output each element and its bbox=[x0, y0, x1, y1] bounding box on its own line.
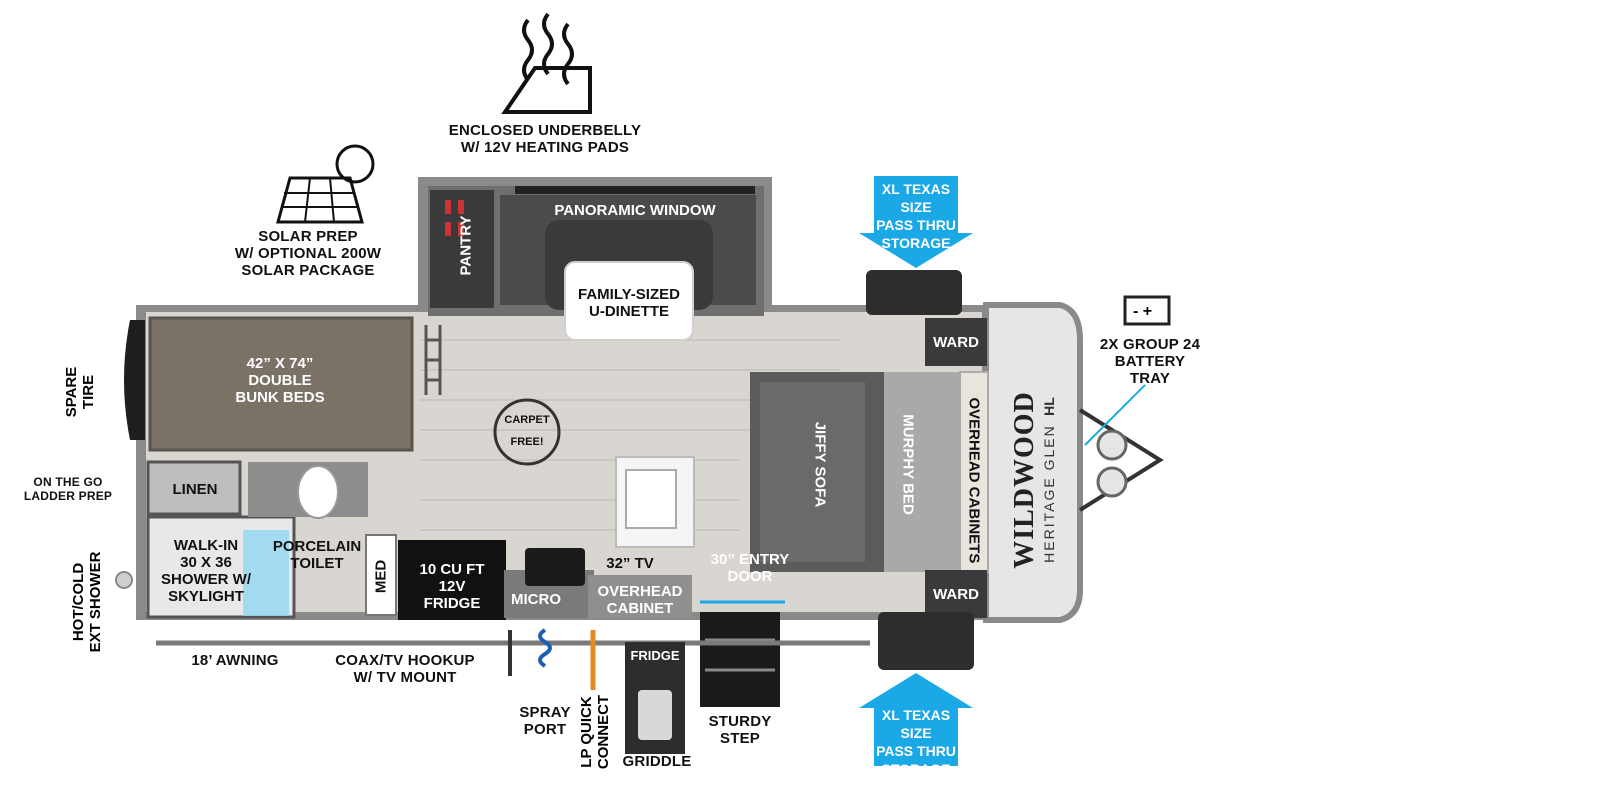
skylight bbox=[243, 530, 289, 616]
toilet bbox=[297, 465, 339, 519]
ward-top-label: WARD bbox=[933, 334, 979, 351]
svg-text:- +: - + bbox=[1133, 303, 1152, 320]
brand-logo: WILDWOOD HERITAGE GLEN HL bbox=[1009, 391, 1057, 569]
panoramic-window-bar bbox=[515, 186, 755, 194]
med-cabinet bbox=[365, 534, 397, 616]
micro-label: MICRO bbox=[511, 591, 561, 608]
fridge-box bbox=[398, 540, 506, 620]
griddle-label: GRIDDLE bbox=[622, 753, 692, 770]
med-label: MED bbox=[372, 559, 390, 594]
overhead-cabinet-box bbox=[588, 575, 692, 618]
solar-icon bbox=[276, 176, 364, 224]
murphy-bed-shape bbox=[884, 372, 960, 572]
overhead-cabinets-label: OVERHEAD CABINETS bbox=[965, 397, 983, 564]
heat-icon bbox=[501, 66, 592, 114]
cooktop bbox=[525, 548, 585, 586]
sturdy-step-shape bbox=[700, 612, 780, 707]
bunk-bed bbox=[148, 316, 414, 452]
spare-tire-shape bbox=[124, 320, 145, 440]
tv-label: 32” TV bbox=[606, 555, 654, 572]
pantry-label: PANTRY bbox=[457, 215, 475, 276]
storage-top-arrow bbox=[859, 176, 973, 268]
ward-bottom-shape bbox=[925, 570, 987, 618]
jiffy-sofa-label: JIFFY SOFA bbox=[811, 421, 829, 508]
ext-shower-knob bbox=[115, 571, 133, 589]
griddle-plate bbox=[638, 690, 672, 740]
battery-2 bbox=[1096, 466, 1128, 498]
overhead-cabinets-shape bbox=[959, 371, 989, 573]
panoramic-window-label: PANORAMIC WINDOW bbox=[554, 202, 716, 219]
linen-cabinet bbox=[146, 460, 242, 516]
storage-bottom-arrow bbox=[859, 673, 973, 766]
spray-hose bbox=[538, 628, 552, 668]
carpet-free-icon bbox=[493, 398, 561, 466]
front-cap bbox=[983, 302, 1083, 623]
battery-1 bbox=[1096, 429, 1128, 461]
battery-icon bbox=[1123, 295, 1171, 326]
sink bbox=[625, 469, 677, 529]
storage-top-shape bbox=[866, 270, 962, 315]
ward-top-shape bbox=[925, 318, 987, 366]
ward-bottom-label: WARD bbox=[933, 586, 979, 603]
linen-label: LINEN bbox=[172, 481, 218, 498]
murphy-bed-label: MURPHY BED bbox=[899, 414, 917, 515]
storage-bottom-shape bbox=[878, 612, 974, 670]
dinette-table bbox=[564, 261, 694, 341]
fridge-small-label: FRIDGE bbox=[630, 648, 680, 663]
awning-label: 18’ AWNING bbox=[191, 652, 279, 669]
